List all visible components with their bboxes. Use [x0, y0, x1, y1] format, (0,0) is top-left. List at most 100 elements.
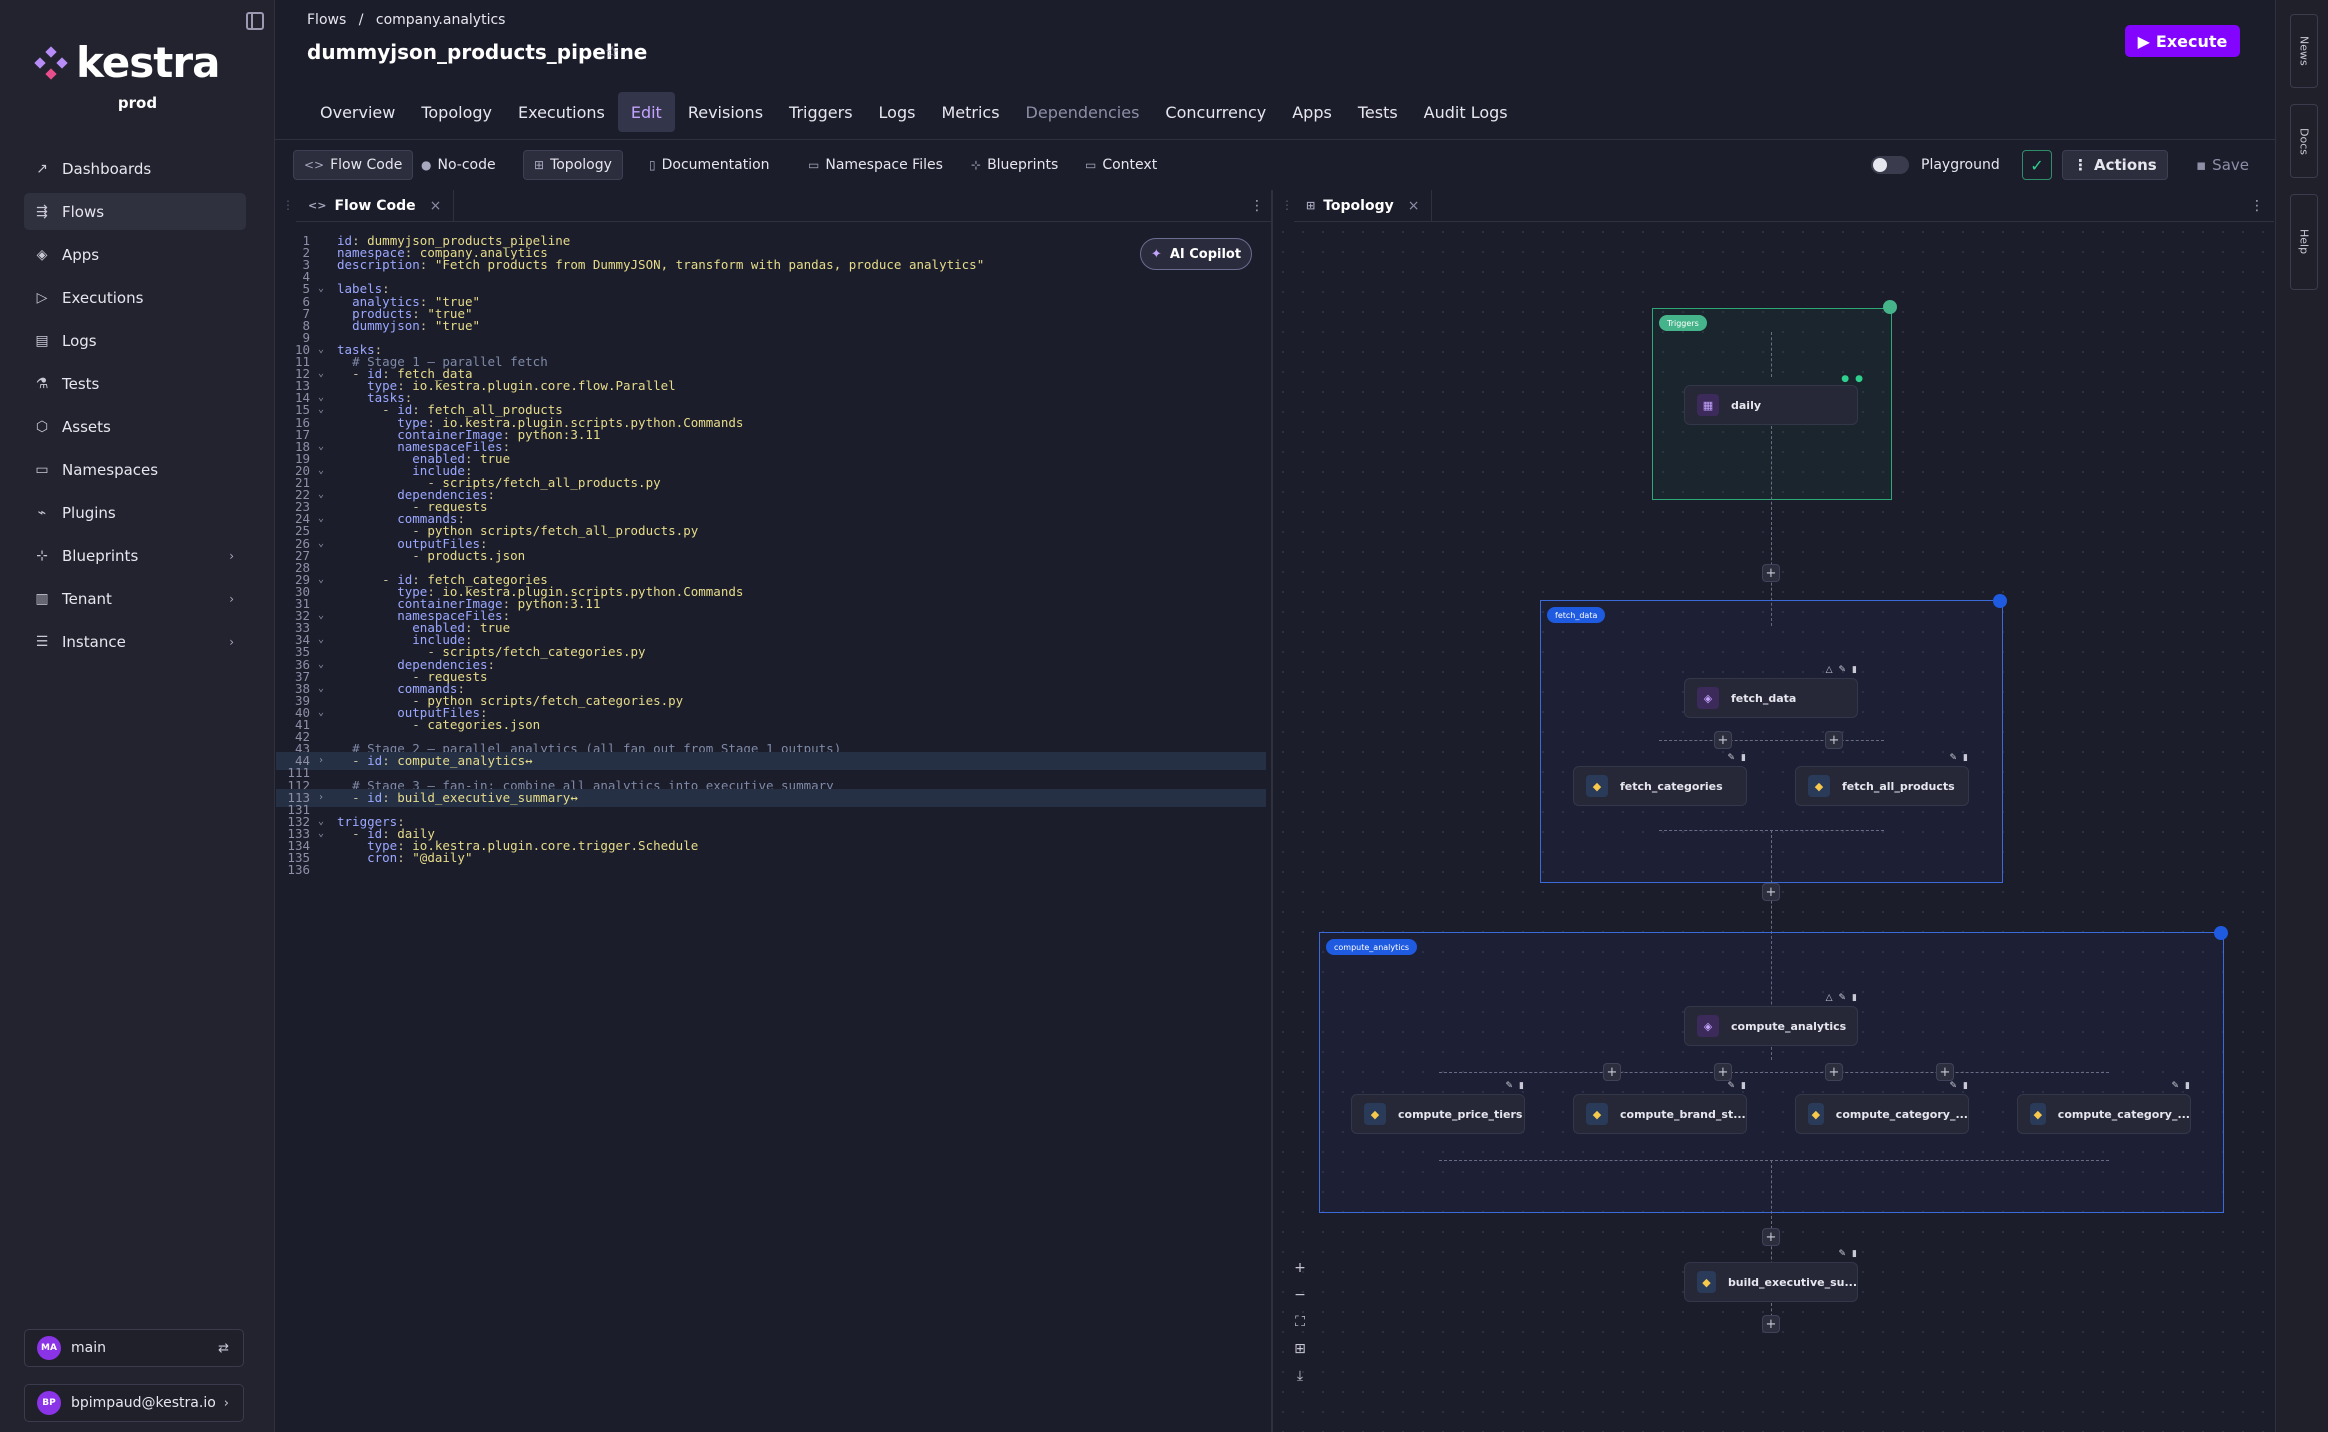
- delete-icon[interactable]: ▮: [1741, 753, 1746, 763]
- flow-code-button[interactable]: <>Flow Code: [293, 150, 414, 180]
- delete-icon[interactable]: ▮: [1963, 753, 1968, 763]
- delete-icon[interactable]: ▮: [1741, 1081, 1746, 1091]
- playground-toggle[interactable]: [1871, 156, 1909, 174]
- code-panel-tab[interactable]: <> Flow Code ×: [296, 189, 455, 222]
- code-line[interactable]: 7 products: "true": [276, 305, 1266, 323]
- tab-apps[interactable]: Apps: [1292, 102, 1332, 122]
- code-line[interactable]: 131: [276, 801, 1266, 819]
- tab-concurrency[interactable]: Concurrency: [1165, 102, 1267, 122]
- blueprints-button[interactable]: ⊹Blueprints: [961, 150, 1068, 180]
- node-compute-category-1[interactable]: ◆ compute_category_... ✎▮: [1795, 1081, 1969, 1134]
- delete-icon[interactable]: ▮: [1852, 993, 1857, 1003]
- sidebar-item-instance[interactable]: ☰Instance›: [24, 623, 246, 660]
- code-line[interactable]: 8 dummyjson: "true": [276, 317, 1266, 335]
- add-task-button[interactable]: +: [1762, 1228, 1780, 1246]
- warning-icon[interactable]: △: [1825, 993, 1833, 1003]
- zoom-out-icon[interactable]: −: [1294, 1287, 1306, 1303]
- fold-toggle-icon[interactable]: ⌄: [318, 573, 325, 585]
- validation-check-icon[interactable]: ✓: [2022, 150, 2052, 180]
- close-icon[interactable]: ×: [1407, 197, 1420, 214]
- sidebar-item-namespaces[interactable]: ▭Namespaces: [24, 451, 246, 488]
- sidebar-item-tests[interactable]: ⚗Tests: [24, 365, 246, 402]
- code-line[interactable]: 34⌄ include:: [276, 631, 1266, 649]
- add-task-button[interactable]: +: [1603, 1063, 1621, 1081]
- add-task-button[interactable]: +: [1936, 1063, 1954, 1081]
- code-line[interactable]: 21 - scripts/fetch_all_products.py: [276, 474, 1266, 492]
- user-menu[interactable]: BP bpimpaud@kestra.io ›: [24, 1384, 244, 1422]
- tab-dependencies[interactable]: Dependencies: [1025, 102, 1140, 122]
- fold-toggle-icon[interactable]: ⌄: [318, 682, 325, 694]
- topology-panel-tab[interactable]: ⊞ Topology ×: [1294, 189, 1433, 222]
- node-compute-category-2[interactable]: ◆ compute_category_... ✎▮: [2017, 1081, 2191, 1134]
- sidebar-item-executions[interactable]: ▷Executions: [24, 279, 246, 316]
- sidebar-item-plugins[interactable]: ⌁Plugins: [24, 494, 246, 531]
- tab-edit[interactable]: Edit: [617, 92, 675, 132]
- no-code-button[interactable]: ●No-code: [411, 150, 506, 180]
- breadcrumb-namespace[interactable]: company.analytics: [375, 12, 506, 28]
- node-compute-brand[interactable]: ◆ compute_brand_st... ✎▮: [1573, 1081, 1747, 1134]
- minimap-icon[interactable]: ⊞: [1294, 1341, 1306, 1357]
- code-line[interactable]: 10⌄tasks:: [276, 341, 1266, 359]
- code-line[interactable]: 30 type: io.kestra.plugin.scripts.python…: [276, 583, 1266, 601]
- code-line[interactable]: 24⌄ commands:: [276, 510, 1266, 528]
- code-line[interactable]: 134 type: io.kestra.plugin.core.trigger.…: [276, 837, 1266, 855]
- code-line[interactable]: 11 # Stage 1 — parallel fetch: [276, 353, 1266, 371]
- fold-toggle-icon[interactable]: ⌄: [318, 815, 325, 827]
- edit-icon[interactable]: ✎: [1949, 753, 1958, 763]
- tab-audit-logs[interactable]: Audit Logs: [1423, 102, 1508, 122]
- sidebar-item-flows[interactable]: ⇶Flows: [24, 193, 246, 230]
- fold-toggle-icon[interactable]: ⌄: [318, 537, 325, 549]
- code-line[interactable]: 17 containerImage: python:3.11: [276, 426, 1266, 444]
- sidebar-item-assets[interactable]: ⬡Assets: [24, 408, 246, 445]
- code-line[interactable]: 32⌄ namespaceFiles:: [276, 607, 1266, 625]
- collapse-cluster-icon[interactable]: [2214, 926, 2228, 940]
- code-line[interactable]: 26⌄ outputFiles:: [276, 535, 1266, 553]
- edit-icon[interactable]: ✎: [1838, 1249, 1847, 1259]
- star-icon[interactable]: ☆: [605, 42, 620, 61]
- code-line[interactable]: 38⌄ commands:: [276, 680, 1266, 698]
- tab-revisions[interactable]: Revisions: [687, 102, 764, 122]
- fold-toggle-icon[interactable]: ⌄: [318, 489, 325, 501]
- tenant-switcher[interactable]: MA main ⇄: [24, 1329, 244, 1367]
- code-line[interactable]: 27 - products.json: [276, 547, 1266, 565]
- code-line[interactable]: 12⌄ - id: fetch_data: [276, 365, 1266, 383]
- node-build-executive-summary[interactable]: ◆ build_executive_su... ✎▮: [1684, 1249, 1858, 1302]
- tab-tests[interactable]: Tests: [1357, 102, 1398, 122]
- status-icon[interactable]: ●: [1855, 374, 1863, 384]
- code-panel-menu-icon[interactable]: ⋮: [1250, 198, 1264, 214]
- code-line[interactable]: 37 - requests: [276, 668, 1266, 686]
- topology-button[interactable]: ⊞Topology: [523, 150, 623, 180]
- edit-icon[interactable]: ✎: [1505, 1081, 1514, 1091]
- delete-icon[interactable]: ▮: [1963, 1081, 1968, 1091]
- zoom-in-icon[interactable]: +: [1294, 1260, 1306, 1276]
- code-line[interactable]: 4: [276, 268, 1266, 286]
- code-line[interactable]: 15⌄ - id: fetch_all_products: [276, 401, 1266, 419]
- code-line[interactable]: 6 analytics: "true": [276, 293, 1266, 311]
- collapse-sidebar-icon[interactable]: [246, 12, 264, 30]
- add-task-button[interactable]: +: [1825, 731, 1843, 749]
- documentation-button[interactable]: ▯Documentation: [639, 150, 780, 180]
- add-task-button[interactable]: +: [1762, 1315, 1780, 1333]
- fold-toggle-icon[interactable]: ⌄: [318, 464, 325, 476]
- namespace-files-button[interactable]: ▭Namespace Files: [798, 150, 953, 180]
- fold-toggle-icon[interactable]: ⌄: [318, 283, 325, 295]
- topology-canvas[interactable]: Triggers ▦ daily ●● + fetch_data ◈ fetch…: [1273, 222, 2275, 1432]
- code-line[interactable]: 23 - requests: [276, 498, 1266, 516]
- code-line[interactable]: 135 cron: "@daily": [276, 849, 1266, 867]
- docs-button[interactable]: Docs: [2290, 104, 2318, 178]
- fold-toggle-icon[interactable]: ⌄: [318, 404, 325, 416]
- fold-toggle-icon[interactable]: ⌄: [318, 343, 325, 355]
- fold-toggle-icon[interactable]: ⌄: [318, 827, 325, 839]
- delete-icon[interactable]: ▮: [1852, 665, 1857, 675]
- add-task-button[interactable]: +: [1714, 1063, 1732, 1081]
- fold-toggle-icon[interactable]: ⌄: [318, 513, 325, 525]
- delete-icon[interactable]: ▮: [1852, 1249, 1857, 1259]
- panel-splitter[interactable]: [1271, 190, 1273, 1432]
- tab-overview[interactable]: Overview: [320, 102, 396, 122]
- edit-icon[interactable]: ✎: [1949, 1081, 1958, 1091]
- add-task-button[interactable]: +: [1762, 564, 1780, 582]
- code-line[interactable]: 9: [276, 329, 1266, 347]
- code-line[interactable]: 40⌄ outputFiles:: [276, 704, 1266, 722]
- node-fetch-categories[interactable]: ◆ fetch_categories ✎▮: [1573, 753, 1747, 806]
